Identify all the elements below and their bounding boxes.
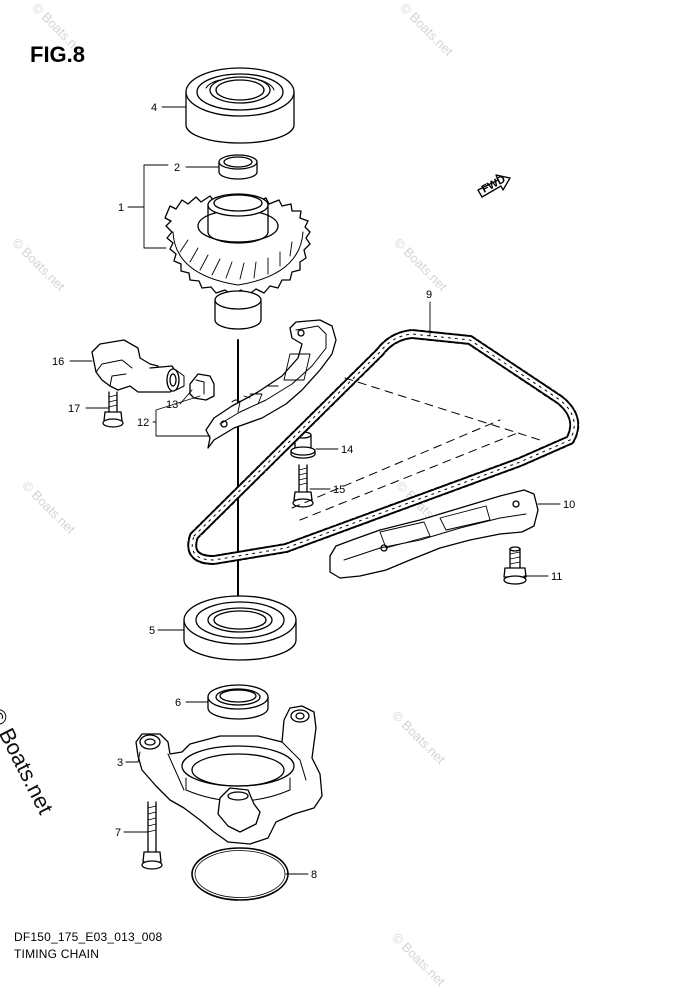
- bushing: [290, 431, 316, 459]
- callout-labels: 1 2 3 4 5 6 7 8 9 10 11 12 13 14 15 16 1…: [52, 102, 575, 881]
- bolt-tensioner: [102, 391, 124, 428]
- bolt-lower-guide: [503, 546, 527, 585]
- diagram-code: DF150_175_E03_013_008: [14, 930, 163, 944]
- callout-17: 17: [68, 403, 80, 415]
- callout-12: 12: [137, 417, 149, 429]
- leader-lines: [69, 106, 561, 875]
- clip: [189, 373, 215, 401]
- tensioner-assembly: [91, 339, 185, 393]
- callout-16: 16: [52, 356, 64, 368]
- callout-14: 14: [341, 444, 353, 456]
- fwd-arrow-icon: FWD: [477, 173, 511, 198]
- chain-guide-lower: [329, 489, 539, 579]
- callout-9: 9: [426, 289, 432, 301]
- timing-chain: [187, 329, 580, 565]
- callout-5: 5: [149, 625, 155, 637]
- callout-11: 11: [551, 571, 562, 583]
- callout-3: 3: [117, 757, 123, 769]
- diagram-name: TIMING CHAIN: [14, 947, 100, 961]
- bearing-lower: [183, 595, 297, 661]
- bolt-housing: [141, 801, 163, 870]
- fwd-label: FWD: [480, 173, 508, 195]
- figure-title: FIG.8: [30, 42, 86, 67]
- callout-7: 7: [115, 827, 121, 839]
- callout-10: 10: [563, 499, 575, 511]
- callout-1: 1: [118, 202, 124, 214]
- callout-2: 2: [174, 162, 180, 174]
- callout-15: 15: [333, 484, 345, 496]
- bearing-top: [185, 67, 295, 144]
- collar: [218, 154, 258, 180]
- chain-guide-upper: [205, 319, 337, 449]
- callout-8: 8: [311, 869, 317, 881]
- callout-6: 6: [175, 697, 181, 709]
- drive-gear: [164, 193, 311, 330]
- oil-seal: [207, 684, 269, 720]
- callout-4: 4: [151, 102, 157, 114]
- housing: [135, 705, 323, 845]
- o-ring: [191, 847, 289, 901]
- callout-13: 13: [166, 399, 178, 411]
